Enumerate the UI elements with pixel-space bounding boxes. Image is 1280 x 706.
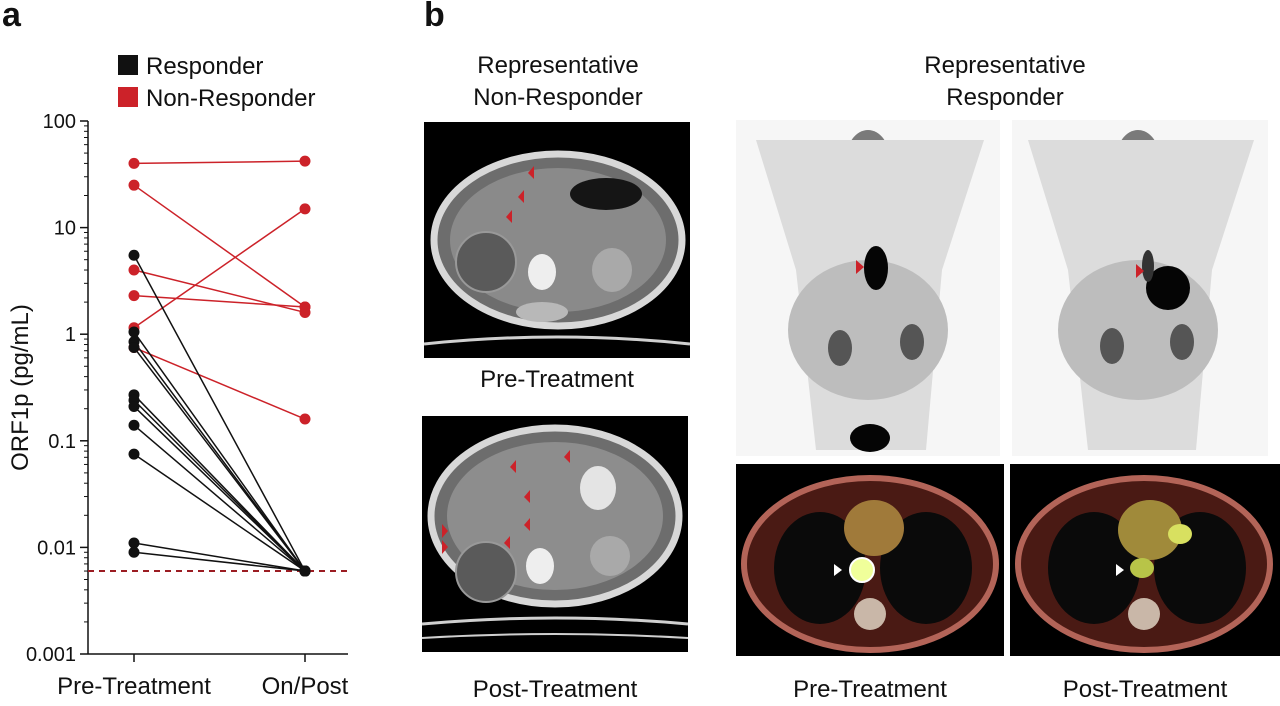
- non-responder-title: Representative Non-Responder: [473, 52, 643, 111]
- pet-mip-pre-treatment-image: [736, 120, 1000, 456]
- pet-ct-post-treatment-label: Post-Treatment: [1062, 676, 1228, 703]
- paired-line: [133, 269, 306, 314]
- paired-line: [133, 331, 306, 572]
- chart-lines: [133, 160, 306, 572]
- y-tick-label: 1: [65, 324, 76, 346]
- pet-ct-axial-post-treatment-image: [1010, 464, 1280, 656]
- data-point: [128, 157, 140, 169]
- ct-pre-treatment-image: [424, 122, 690, 358]
- y-tick-label: 100: [43, 111, 76, 133]
- data-point: [128, 419, 140, 431]
- legend-label: Responder: [146, 53, 263, 80]
- x-tick-label: Pre-Treatment: [57, 673, 211, 698]
- data-point: [128, 537, 140, 549]
- data-point: [299, 203, 311, 215]
- data-point: [128, 264, 140, 276]
- pet-mip-post-treatment-image: [1012, 120, 1268, 456]
- legend-label: Non-Responder: [146, 85, 315, 112]
- paired-line: [133, 347, 306, 572]
- x-tick-label: On/Post: [262, 673, 349, 698]
- paired-line: [133, 405, 306, 572]
- pet-ct-pre-treatment-label: Pre-Treatment: [793, 676, 947, 703]
- paired-line: [133, 551, 306, 572]
- ct-pre-treatment-label: Pre-Treatment: [480, 366, 634, 393]
- data-point: [128, 400, 140, 412]
- legend-swatch: [118, 55, 138, 75]
- data-point: [299, 413, 311, 425]
- y-tick-label: 10: [54, 218, 76, 240]
- data-point: [128, 290, 140, 302]
- ct-post-treatment-label: Post-Treatment: [472, 676, 638, 703]
- data-point: [128, 179, 140, 191]
- paired-line: [133, 208, 306, 329]
- y-tick-label: 0.001: [26, 644, 76, 666]
- data-point: [299, 565, 311, 577]
- paired-line: [133, 294, 306, 308]
- y-tick-label: 0.01: [37, 537, 76, 559]
- legend-swatch: [118, 87, 138, 107]
- chart-points: [128, 155, 311, 577]
- paired-line: [133, 184, 306, 308]
- data-point: [299, 155, 311, 167]
- paired-line: [133, 542, 306, 572]
- data-point: [128, 326, 140, 338]
- pet-ct-axial-pre-treatment-image: [736, 464, 1004, 656]
- panel-a-letter: a: [2, 0, 21, 34]
- panel-b-letter: b: [424, 0, 445, 34]
- paired-line: [133, 254, 306, 572]
- ct-post-treatment-image: [422, 416, 688, 652]
- y-axis-label: ORF1p (pg/mL): [7, 304, 34, 471]
- responder-title: Representative Responder: [924, 52, 1086, 111]
- data-point: [128, 448, 140, 460]
- y-tick-label: 0.1: [48, 431, 76, 453]
- data-point: [128, 342, 140, 354]
- paired-line: [133, 160, 306, 165]
- paired-line: [133, 453, 306, 572]
- paired-line: [133, 424, 306, 572]
- data-point: [128, 546, 140, 558]
- data-point: [299, 301, 311, 313]
- data-point: [128, 249, 140, 261]
- paired-line: [133, 346, 306, 420]
